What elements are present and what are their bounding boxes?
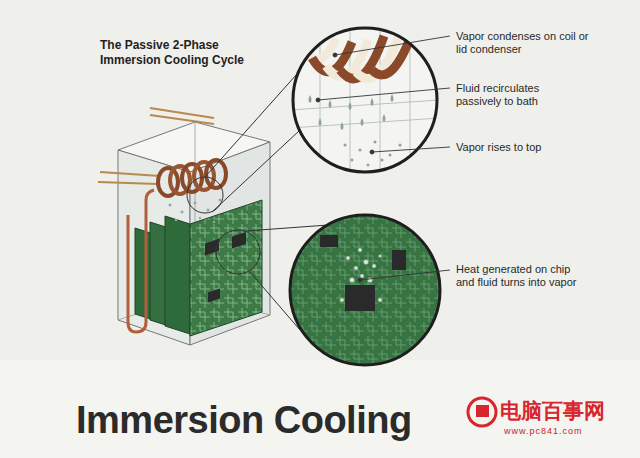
- tank: [98, 108, 270, 345]
- diagram-title: The Passive 2-Phase Immersion Cooling Cy…: [100, 38, 260, 68]
- callout-text: Vapor rises to top: [456, 141, 606, 154]
- callout-text: Heat generated on chip and fluid turns i…: [456, 263, 586, 289]
- watermark-logo: [468, 398, 496, 426]
- condenser-zoom: [290, 25, 440, 175]
- poster-heading: Immersion Cooling: [76, 398, 412, 442]
- circuit-boards: [135, 200, 262, 336]
- watermark-text: 电脑百事网: [500, 398, 605, 424]
- callout-text: Fluid recirculates passively to bath: [456, 82, 574, 108]
- chip-zoom: [285, 210, 445, 370]
- leader-lines: [316, 36, 450, 282]
- watermark-url: www.pc841.com: [504, 426, 583, 437]
- callout-text: Vapor condenses on coil or lid condenser: [456, 30, 590, 56]
